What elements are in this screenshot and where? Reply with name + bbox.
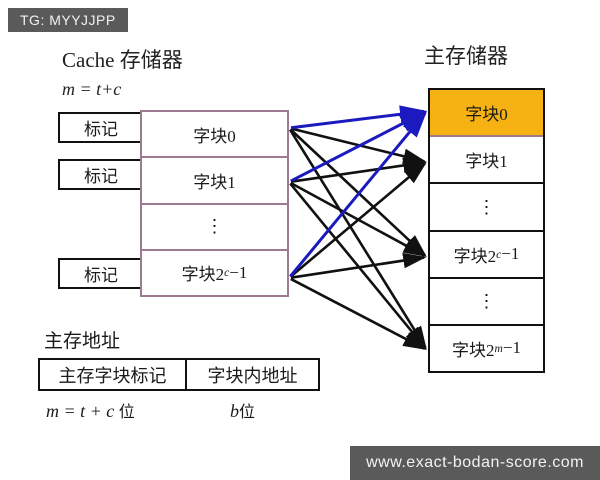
mm-row-5-suffix: −1: [502, 338, 521, 358]
cache-row-3-exponent: c: [224, 266, 230, 280]
mm-row-1: 字块1: [430, 137, 543, 185]
address-field-tag-bits: m = t + c 位: [46, 398, 135, 422]
mm-row-ellipsis-upper: ⋮: [430, 184, 543, 232]
cache-tag-box-2: 标记: [58, 258, 144, 289]
mm-row-0-highlighted: 字块0: [430, 90, 543, 138]
address-field-offset-bits-unit: 位: [239, 404, 256, 421]
wire-cache-block-1-to-mm-block-0: [290, 111, 428, 183]
wire-cache-block-0-to-mm-block-0: [290, 105, 428, 130]
mapping-wires: [288, 105, 428, 350]
cache-title: Cache 存储器: [62, 48, 183, 72]
address-field-offset: 字块内地址: [187, 360, 318, 389]
mm-row-5-label: 字块2: [452, 340, 495, 360]
mm-row-5-exponent: m: [494, 341, 503, 355]
watermark-tag-badge: TG: MYYJJPP: [8, 8, 128, 32]
wire-cache-block-1-to-mm-block-2m1: [289, 182, 427, 350]
mm-row-1-label: 字块1: [465, 152, 508, 172]
mm-row-3-suffix: −1: [501, 244, 520, 264]
mm-row-ellipsis-lower: ⋮: [430, 279, 543, 326]
wire-cache-block-last-to-mm-block-2c1: [290, 252, 427, 279]
wire-cache-block-last-to-mm-block-0: [289, 111, 427, 278]
cache-row-2-label: ⋮: [205, 216, 224, 237]
wire-cache-block-last-to-mm-block-1: [289, 162, 427, 278]
cache-size-formula: m = t+c: [62, 79, 122, 99]
mm-row-0-label: 字块0: [465, 105, 508, 125]
cache-row-1-label: 字块1: [193, 172, 236, 192]
wire-cache-block-0-to-mm-block-1: [290, 127, 427, 164]
cache-row-0: 字块0: [142, 112, 287, 159]
cache-tag-box-1: 标记: [58, 159, 144, 190]
address-format-box: 主存字块标记 字块内地址: [38, 358, 320, 391]
cache-row-1: 字块1: [142, 158, 287, 205]
watermark-url-badge: www.exact-bodan-score.com: [350, 446, 600, 480]
cache-row-0-label: 字块0: [193, 126, 236, 146]
address-field-tag-bits-value: m = t + c: [46, 401, 115, 421]
wire-cache-block-0-to-mm-block-2m1: [288, 129, 427, 350]
address-field-tag-bits-unit: 位: [118, 404, 135, 421]
cache-row-ellipsis: ⋮: [142, 205, 287, 251]
mm-row-2-label: ⋮: [477, 196, 496, 217]
cache-tag-box-0: 标记: [58, 112, 144, 143]
address-field-offset-label: 字块内地址: [207, 365, 298, 386]
address-field-offset-bits-value: b: [230, 401, 239, 421]
address-format-label: 主存地址: [44, 331, 121, 352]
cache-row-3-suffix: −1: [229, 262, 248, 282]
address-field-tag-label: 主存字块标记: [58, 365, 167, 386]
address-field-tag: 主存字块标记: [40, 360, 187, 389]
wire-cache-block-last-to-mm-block-2m1: [290, 277, 427, 350]
address-field-offset-bits: b位: [230, 398, 255, 422]
mm-row-3-label: 字块2: [453, 246, 497, 266]
mm-row-4-label: ⋮: [477, 290, 496, 311]
wire-cache-block-0-to-mm-block-2c1: [289, 128, 427, 257]
wire-cache-block-1-to-mm-block-2c1: [290, 181, 427, 257]
main-memory-title: 主存储器: [424, 44, 508, 68]
mm-row-3-exponent: c: [496, 247, 502, 261]
cache-row-3-label: 字块2: [181, 265, 225, 285]
wire-cache-block-1-to-mm-block-1: [290, 157, 427, 183]
